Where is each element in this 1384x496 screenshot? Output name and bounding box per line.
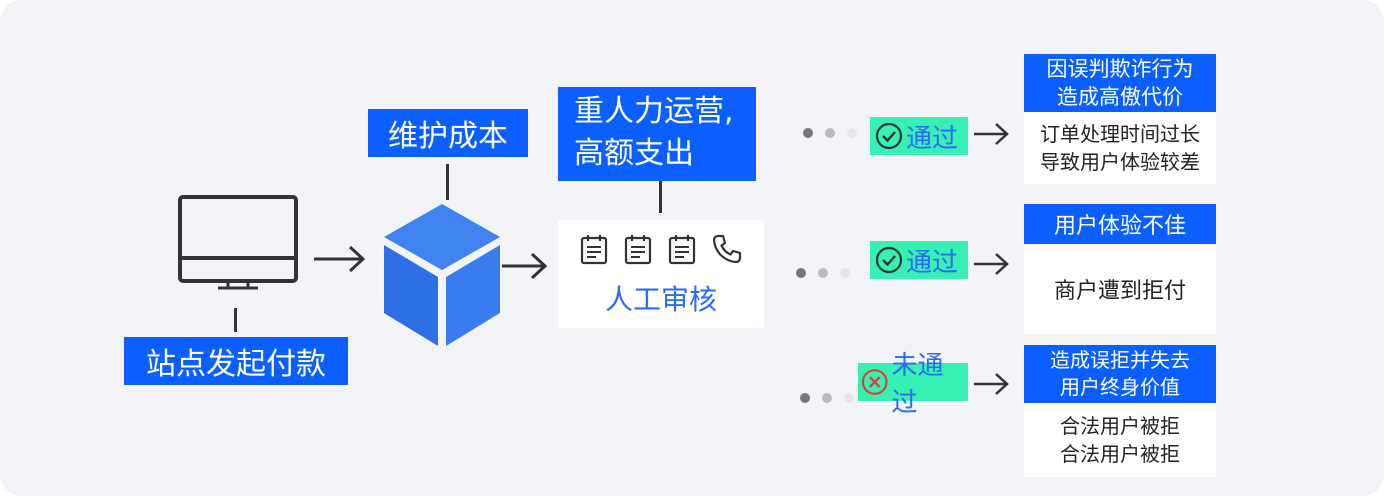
arrow-outcome-1 xyxy=(974,123,1009,145)
dots-row-1 xyxy=(803,128,869,138)
outcome-3-header-line2: 用户终身价值 xyxy=(1060,375,1180,399)
outcome-1-header-line1: 因误判欺诈行为 xyxy=(1046,57,1194,81)
document-icon xyxy=(624,235,652,265)
dot xyxy=(822,393,832,403)
outcome-3-header-line1: 造成误拒并失去 xyxy=(1050,348,1190,372)
outcome-1-body-line2: 导致用户体验较差 xyxy=(1040,150,1200,174)
outcome-2-body: 商户遭到拒付 xyxy=(1024,244,1216,334)
outcome-2-body-line1: 商户遭到拒付 xyxy=(1053,279,1186,304)
outcome-1-body-line1: 订单处理时间过长 xyxy=(1040,122,1200,146)
arrow-to-cube xyxy=(314,245,366,273)
check-circle-icon xyxy=(875,122,903,150)
fail-badge: 未通过 xyxy=(858,351,968,418)
cube-icon xyxy=(384,204,500,346)
phone-icon xyxy=(712,234,742,264)
review-icons xyxy=(579,230,743,268)
pass-text-2: 通过 xyxy=(906,247,959,278)
dot xyxy=(803,128,813,138)
monitor-icon xyxy=(178,195,298,290)
pass-text-1: 通过 xyxy=(906,123,959,154)
outcome-2-header-line1: 用户体验不佳 xyxy=(1053,214,1186,239)
fail-text: 未通过 xyxy=(891,351,944,418)
maintenance-connector xyxy=(446,164,449,200)
outcome-1-header: 因误判欺诈行为 造成高傲代价 xyxy=(1024,54,1216,112)
pass-badge-1: 通过 xyxy=(870,117,968,155)
start-payment-label: 站点发起付款 xyxy=(124,337,348,385)
dot xyxy=(796,268,806,278)
dot xyxy=(847,128,857,138)
outcome-3-body-line1: 合法用户被拒 xyxy=(1060,414,1180,438)
maintenance-cost-text: 维护成本 xyxy=(388,119,508,154)
dots-row-3 xyxy=(800,393,866,403)
arrow-to-review xyxy=(502,252,548,280)
x-circle-icon xyxy=(861,369,888,395)
outcome-1-body: 订单处理时间过长 导致用户体验较差 xyxy=(1024,112,1216,184)
dots-row-2 xyxy=(796,268,862,278)
manual-review-box: 人工审核 xyxy=(558,220,764,328)
outcome-3-body: 合法用户被拒 合法用户被拒 xyxy=(1024,403,1216,477)
outcome-2-header: 用户体验不佳 xyxy=(1024,204,1216,244)
document-icon xyxy=(668,235,696,265)
maintenance-cost-label: 维护成本 xyxy=(368,109,528,157)
manual-review-title: 人工审核 xyxy=(604,283,717,316)
outcome-3-body-line2: 合法用户被拒 xyxy=(1060,442,1180,466)
dot xyxy=(840,268,850,278)
document-icon xyxy=(580,235,608,265)
pass-badge-2: 通过 xyxy=(870,241,968,279)
dot xyxy=(800,393,810,403)
dot xyxy=(818,268,828,278)
arrow-outcome-2 xyxy=(974,253,1009,275)
review-connector xyxy=(659,181,662,213)
outcome-1-header-line2: 造成高傲代价 xyxy=(1057,85,1183,109)
monitor-connector xyxy=(234,308,237,332)
dot xyxy=(844,393,854,403)
dot xyxy=(825,128,835,138)
arrow-outcome-3 xyxy=(974,373,1009,395)
start-payment-text: 站点发起付款 xyxy=(146,347,326,382)
check-circle-icon xyxy=(875,246,903,274)
labor-cost-line2: 高额支出 xyxy=(574,136,694,171)
labor-cost-label: 重人力运营, 高额支出 xyxy=(558,87,756,181)
labor-cost-line1: 重人力运营, xyxy=(574,94,734,129)
outcome-3-header: 造成误拒并失去 用户终身价值 xyxy=(1024,345,1216,403)
